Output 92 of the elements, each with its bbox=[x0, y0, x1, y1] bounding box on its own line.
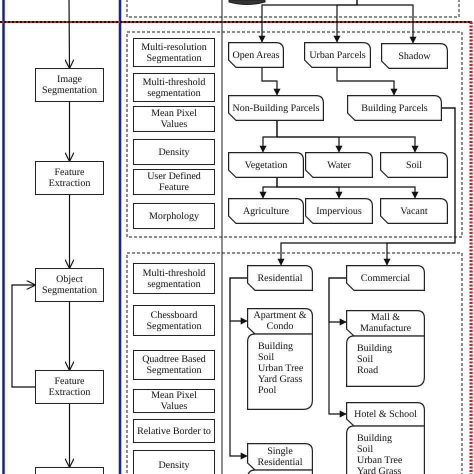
class-item: Urban Tree bbox=[357, 455, 404, 466]
box-label: Chessboard Segmentation bbox=[146, 310, 202, 332]
process-box bbox=[133, 263, 215, 294]
box-label: Non-Building Parcels bbox=[232, 102, 320, 114]
box-label: Vegetation bbox=[244, 160, 288, 170]
class-box bbox=[228, 152, 304, 178]
class-item: Soil bbox=[258, 352, 276, 363]
class-box bbox=[228, 198, 304, 224]
class-card bbox=[247, 308, 313, 410]
arrow bbox=[356, 0, 416, 44]
class-item: Yard Grass bbox=[357, 466, 402, 474]
box-label: Building Parcels bbox=[361, 102, 428, 114]
box-label: Density bbox=[158, 460, 190, 470]
class-box bbox=[228, 95, 324, 121]
box-label: Mean Pixel Values bbox=[150, 108, 198, 130]
box-label: Object Segmentation bbox=[41, 274, 98, 296]
class-card bbox=[247, 443, 313, 474]
class-item: Soil bbox=[357, 354, 374, 365]
process-box bbox=[35, 370, 104, 404]
arrow bbox=[64, 102, 75, 162]
class-item: Pool bbox=[258, 385, 278, 396]
process-box bbox=[133, 73, 215, 102]
arrow bbox=[276, 178, 418, 199]
process-box bbox=[133, 203, 215, 229]
box-label: Image Segmentation bbox=[41, 74, 98, 96]
class-heading: Single Residential bbox=[256, 444, 304, 470]
box-label: Urban Parcels bbox=[309, 50, 366, 60]
class-item: Road bbox=[357, 365, 380, 376]
class-item: Urban Tree bbox=[258, 363, 304, 374]
class-item: Yard Grass bbox=[258, 374, 304, 385]
arrow bbox=[384, 107, 456, 266]
arrow bbox=[229, 277, 248, 460]
box-label: Commercial bbox=[360, 272, 410, 284]
process-box bbox=[133, 389, 215, 413]
process-box bbox=[133, 305, 215, 336]
box-label: Relative Border to bbox=[137, 426, 211, 436]
class-heading: Apartment & Condo bbox=[252, 309, 308, 334]
process-box bbox=[133, 38, 215, 67]
process-box bbox=[133, 450, 215, 474]
class-card bbox=[346, 310, 425, 387]
arrow bbox=[261, 68, 280, 96]
process-box bbox=[35, 68, 104, 102]
class-item: Building bbox=[258, 341, 294, 352]
class-item: Soil bbox=[357, 444, 374, 455]
box-label: Multi-threshold segmentation bbox=[142, 268, 206, 290]
box-label: Soil bbox=[406, 160, 422, 170]
process-box bbox=[133, 350, 215, 380]
process-box bbox=[133, 419, 215, 443]
box-label: Vacant bbox=[400, 206, 428, 216]
box-label: Shadow bbox=[398, 50, 431, 62]
box-label: Impervious bbox=[316, 206, 362, 216]
class-item: Building bbox=[357, 343, 394, 354]
box-label: Feature Extraction bbox=[48, 167, 92, 189]
box-label: Multi-resolution Segmentation bbox=[140, 42, 208, 64]
box-label: Morphology bbox=[149, 210, 199, 222]
arrow bbox=[64, 195, 75, 270]
box-label: Residential bbox=[258, 272, 302, 284]
class-box bbox=[228, 42, 284, 68]
class-box bbox=[305, 198, 373, 224]
class-box bbox=[347, 95, 442, 121]
class-box bbox=[380, 198, 448, 224]
process-box bbox=[133, 139, 215, 165]
box-label: Open Areas bbox=[232, 50, 280, 60]
box-label: Quadtree Based Segmentation bbox=[141, 354, 207, 376]
box-label: Water bbox=[327, 160, 351, 170]
process-box bbox=[35, 161, 104, 195]
process-box bbox=[133, 169, 215, 195]
arrow bbox=[11, 280, 36, 388]
box-label: Mean Pixel Values bbox=[150, 390, 198, 412]
class-box bbox=[247, 265, 313, 291]
process-box bbox=[35, 268, 104, 302]
class-heading: Hotel & School bbox=[354, 408, 417, 422]
arrow bbox=[64, 404, 75, 468]
box-label: Feature Extraction bbox=[48, 376, 92, 398]
class-box bbox=[380, 152, 448, 178]
class-heading: Mall & Manufacture bbox=[358, 311, 412, 336]
class-box bbox=[346, 265, 425, 291]
arrow bbox=[64, 0, 75, 70]
arrow bbox=[328, 277, 347, 418]
arrow bbox=[336, 68, 398, 96]
class-box bbox=[304, 42, 371, 68]
class-box bbox=[305, 152, 373, 178]
box-label: Density bbox=[158, 146, 190, 158]
arrow bbox=[64, 302, 75, 372]
class-item: Building bbox=[357, 433, 394, 444]
class-box bbox=[381, 43, 448, 69]
arrow bbox=[276, 121, 418, 153]
box-label: Agriculture bbox=[242, 206, 290, 216]
class-card bbox=[346, 402, 425, 474]
process-box bbox=[133, 106, 215, 132]
box-label: Multi-threshold segmentation bbox=[142, 76, 206, 98]
box-label: User Defined Feature bbox=[146, 171, 202, 193]
